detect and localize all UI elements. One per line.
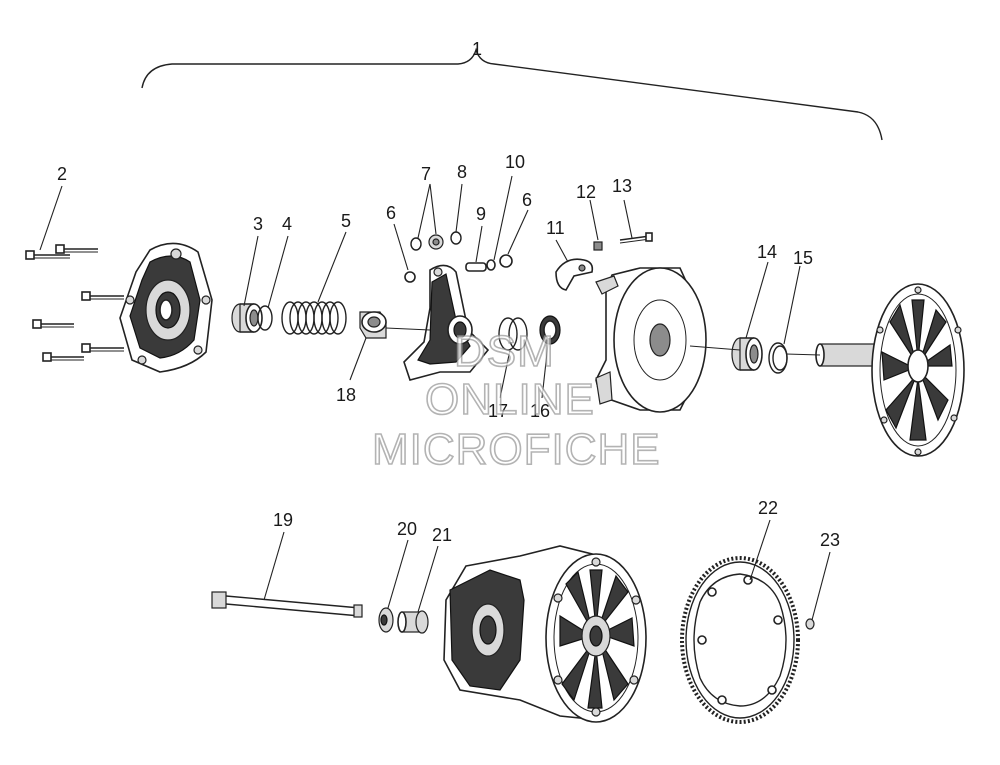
leader-lines (39, 175, 831, 621)
washer (450, 231, 462, 245)
callout-14: 14 (757, 242, 777, 262)
screw (805, 618, 815, 630)
spacer-bushing (397, 610, 429, 634)
retaining-ring (772, 345, 788, 371)
callout-12: 12 (576, 182, 596, 202)
callout-4: 4 (282, 214, 292, 234)
callout-labels: 1 2 3 4 5 6 6 7 8 9 10 11 12 13 14 15 16… (57, 39, 840, 550)
bolt-set (25, 244, 124, 362)
pin-end (486, 259, 496, 271)
watermark: DSM ONLINE MICROFICHE (371, 326, 661, 475)
callout-2: 2 (57, 164, 67, 184)
bolt (32, 319, 74, 329)
bolt (81, 291, 124, 301)
assembly-bracket (141, 47, 883, 141)
watermark-line-1: DSM (454, 327, 555, 376)
movable-sheave (595, 267, 707, 413)
spacer-cup (359, 311, 387, 339)
bushing-small (428, 234, 444, 250)
callout-10: 10 (505, 152, 525, 172)
callout-9: 9 (476, 204, 486, 224)
sheave-bushing (731, 337, 763, 371)
roller (404, 271, 416, 283)
cam-weight (555, 258, 594, 291)
callout-11: 11 (546, 218, 565, 238)
ring-gear (680, 556, 800, 724)
callout-6: 6 (522, 190, 532, 210)
assembled-clutch (443, 545, 647, 723)
cam-pin (619, 232, 653, 244)
bolt (25, 250, 70, 260)
callout-8: 8 (457, 162, 467, 182)
callout-3: 3 (253, 214, 263, 234)
callout-5: 5 (341, 211, 351, 231)
callout-22: 22 (758, 498, 778, 518)
bolt (42, 352, 84, 362)
spider-arm (403, 264, 490, 381)
washer (410, 237, 422, 251)
watermark-line-2: ONLINE (425, 375, 595, 424)
o-ring (498, 317, 518, 351)
assembly-axis (385, 327, 431, 331)
bushing (231, 303, 263, 333)
callout-18: 18 (336, 385, 356, 405)
fixed-sheave (815, 283, 965, 457)
callout-21: 21 (432, 525, 452, 545)
callout-20: 20 (397, 519, 417, 539)
bolt (55, 244, 98, 254)
pin (465, 262, 487, 272)
roller (499, 254, 513, 268)
o-ring (508, 317, 528, 351)
washer-large (378, 607, 394, 633)
snap-ring (257, 305, 273, 331)
seal-ring (539, 315, 561, 345)
callout-16: 16 (530, 401, 550, 421)
nut (593, 241, 603, 251)
clutch-spring (281, 301, 347, 335)
bolt (81, 343, 124, 353)
callout-19: 19 (273, 510, 293, 530)
callout-7: 7 (421, 164, 431, 184)
callout-13: 13 (612, 176, 632, 196)
callout-15: 15 (793, 248, 813, 268)
callout-23: 23 (820, 530, 840, 550)
callout-17: 17 (488, 401, 508, 421)
spider-cover-plate (119, 242, 213, 373)
callout-6: 6 (386, 203, 396, 223)
clutch-bolt (211, 591, 363, 618)
callout-1: 1 (472, 39, 482, 59)
watermark-line-3: MICROFICHE (372, 425, 661, 474)
